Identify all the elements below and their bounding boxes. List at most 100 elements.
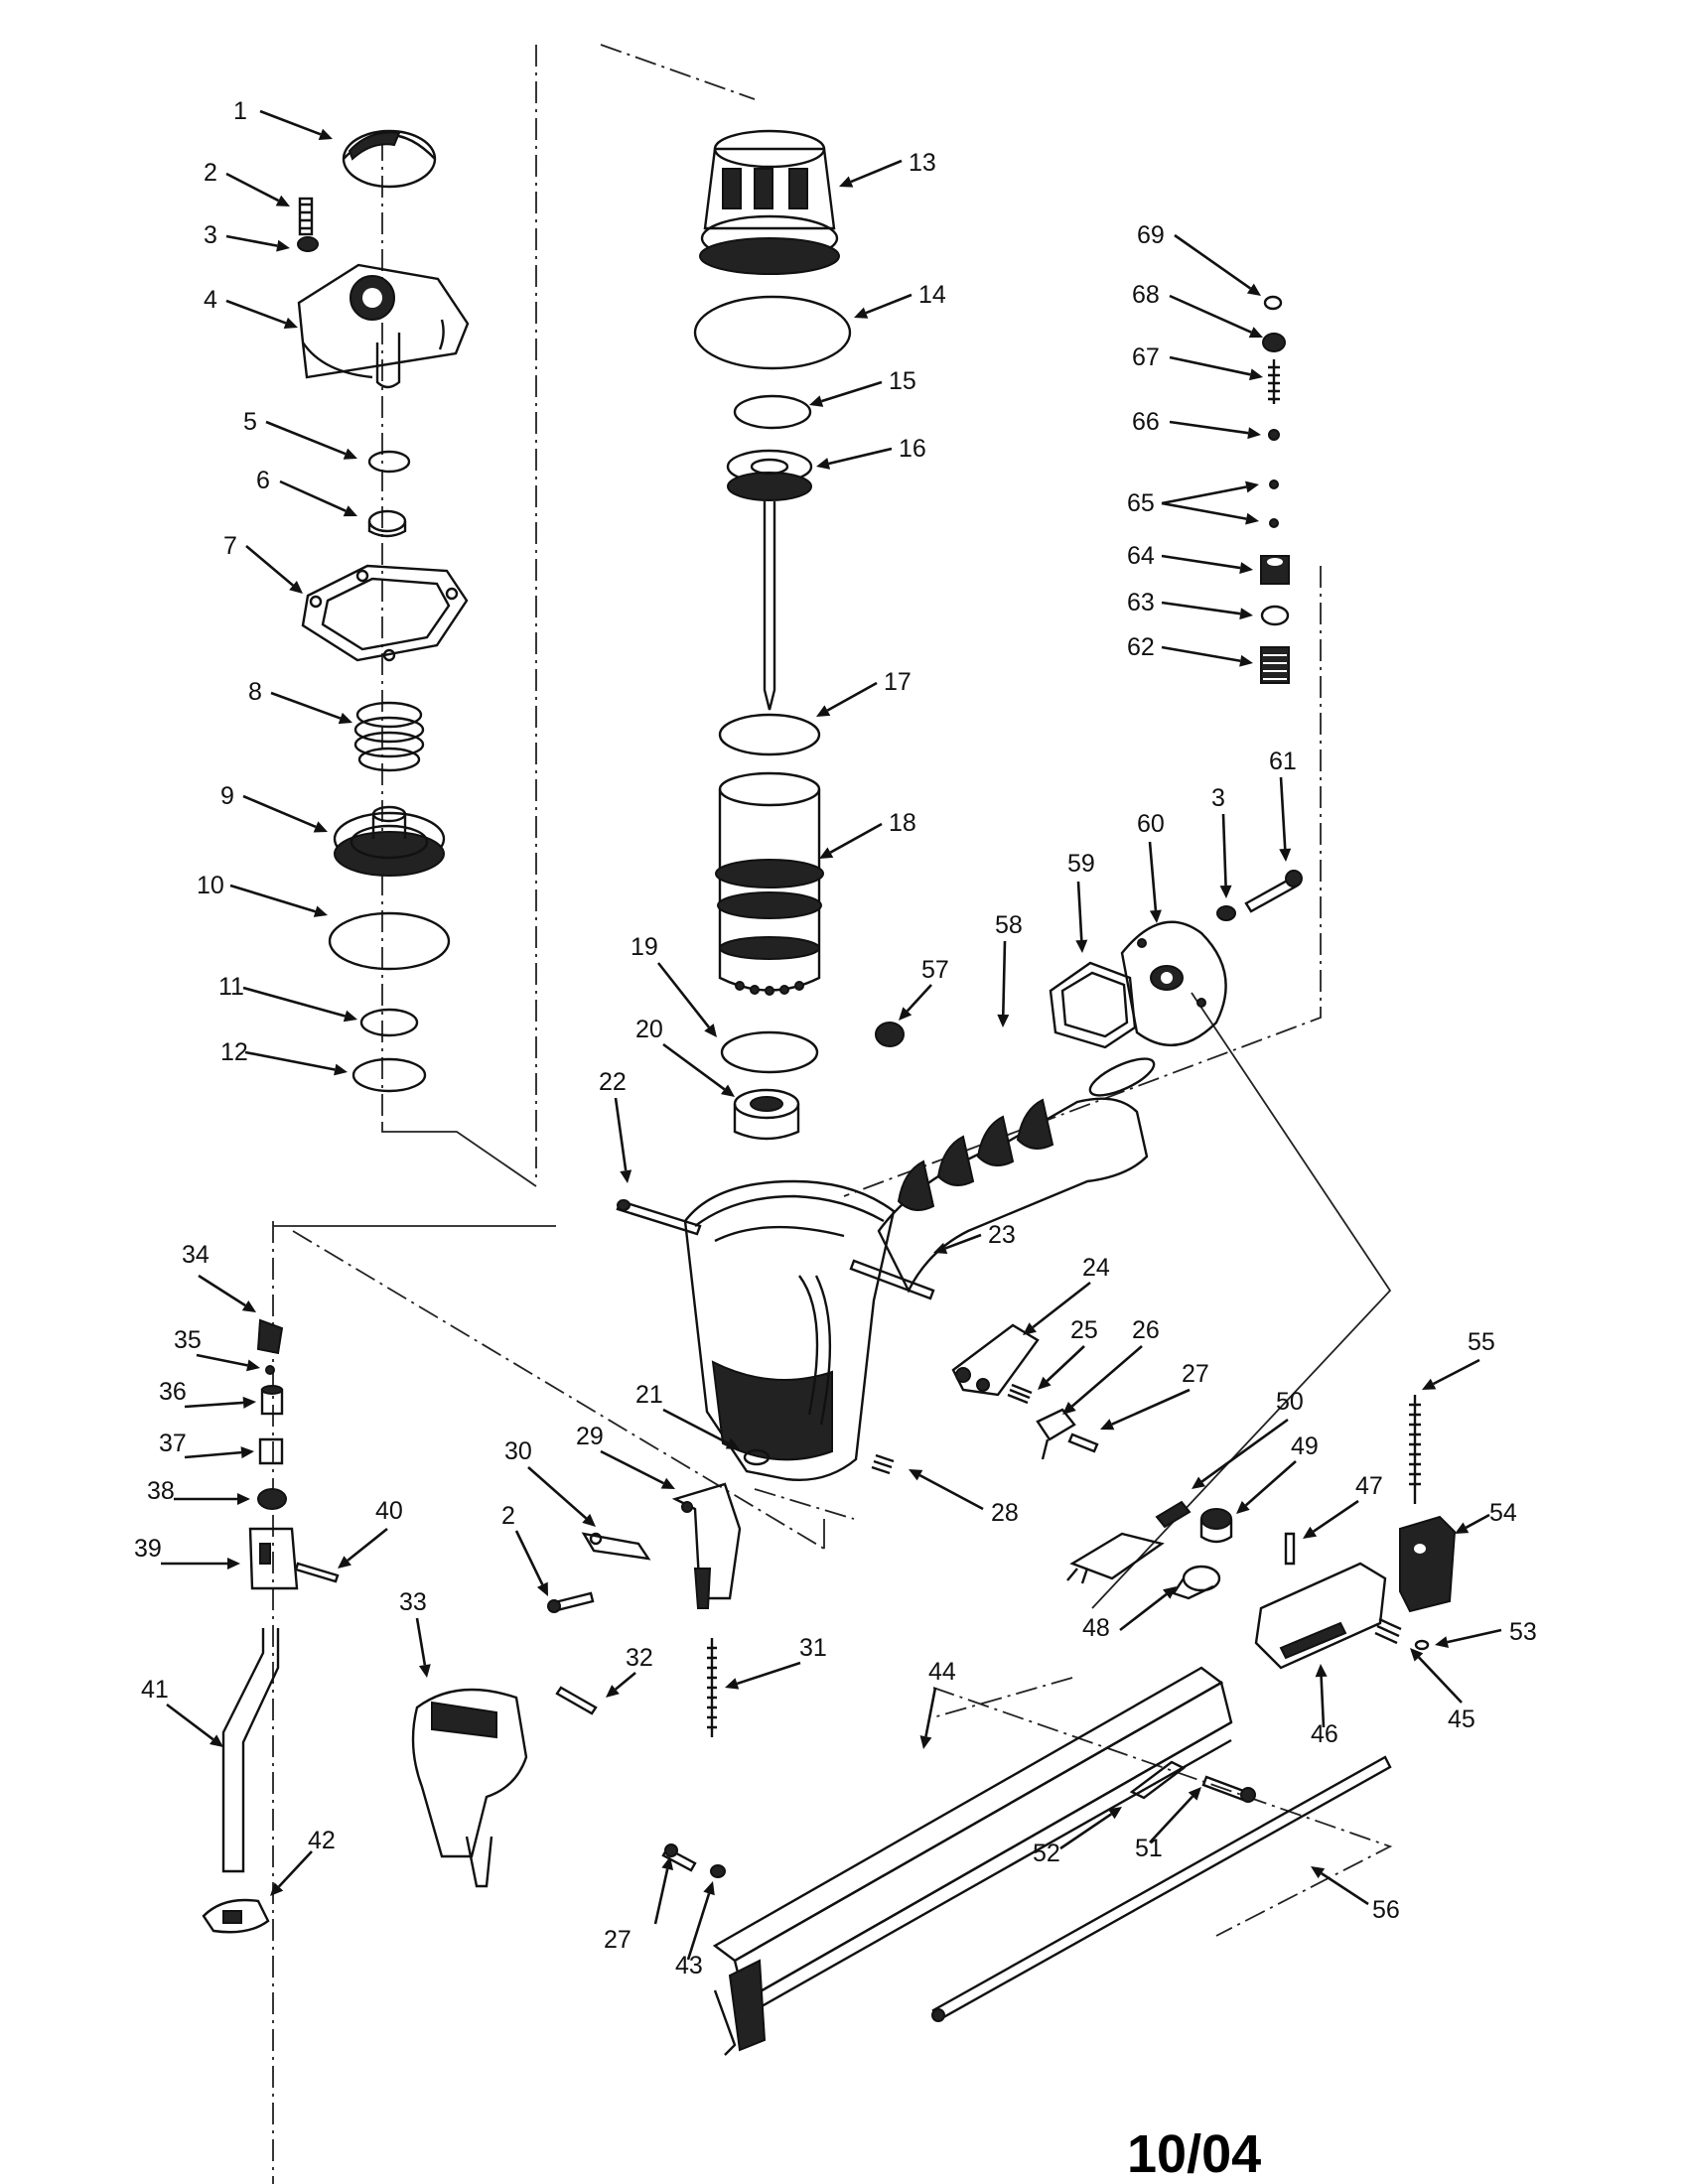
callout-3b: 3 — [1211, 784, 1225, 812]
leader-line-8 — [270, 691, 342, 720]
arrowhead-19 — [704, 1024, 717, 1037]
callout-69: 69 — [1137, 221, 1165, 249]
callout-42: 42 — [308, 1827, 336, 1854]
part-68-valve-cap — [1262, 333, 1286, 352]
callout-8: 8 — [248, 678, 262, 706]
callout-68: 68 — [1132, 281, 1160, 309]
arrowhead-45 — [1410, 1648, 1424, 1662]
leader-line-49 — [1244, 1460, 1297, 1507]
arrowhead-61 — [1279, 848, 1292, 862]
callout-55: 55 — [1468, 1328, 1495, 1356]
part-53-washer — [1414, 1639, 1430, 1651]
callout-45: 45 — [1448, 1706, 1475, 1733]
callout-6: 6 — [256, 467, 270, 494]
part-50-spring-latch — [1066, 1500, 1192, 1584]
callout-39: 39 — [134, 1535, 162, 1563]
part-18-cylinder — [715, 771, 824, 996]
arrowhead-37 — [240, 1446, 254, 1459]
callout-65: 65 — [1127, 489, 1155, 517]
arrowhead-25 — [1038, 1376, 1052, 1390]
leader-line-16 — [828, 447, 893, 466]
leader-line-65b — [1161, 501, 1247, 520]
leader-line-15 — [821, 380, 883, 403]
callout-22: 22 — [599, 1068, 627, 1096]
arrowhead-50 — [1192, 1476, 1206, 1489]
leader-line-27b — [653, 1868, 669, 1925]
arrowhead-23 — [933, 1242, 948, 1255]
part-49-roller — [1199, 1508, 1233, 1544]
arrowhead-55 — [1422, 1378, 1437, 1390]
part-9-piston — [333, 805, 446, 877]
part-34-contact-tip — [256, 1318, 284, 1355]
callout-58: 58 — [995, 911, 1023, 939]
part-7-gasket — [301, 564, 469, 662]
leader-line-55 — [1432, 1358, 1480, 1386]
arrowhead-49 — [1236, 1500, 1250, 1514]
callout-25: 25 — [1070, 1316, 1098, 1344]
callout-15: 15 — [889, 367, 916, 395]
part-27a-screw — [1067, 1433, 1099, 1453]
callout-66: 66 — [1132, 408, 1160, 436]
part-56-rail — [931, 1755, 1392, 2022]
leader-line-43 — [686, 1893, 711, 1961]
part-5-o-ring — [367, 450, 411, 474]
callout-50: 50 — [1276, 1388, 1304, 1416]
part-67-spring — [1268, 359, 1280, 404]
part-27b-screw — [661, 1843, 697, 1872]
arrowhead-35 — [246, 1359, 260, 1372]
leader-line-67 — [1169, 355, 1251, 376]
leader-line-3 — [225, 234, 278, 247]
part-63-o-ring — [1260, 605, 1290, 626]
part-52-latch-plate — [1129, 1760, 1187, 1800]
part-1-cap — [342, 129, 437, 189]
arrowhead-54 — [1455, 1522, 1470, 1534]
leader-line-58 — [1001, 940, 1007, 1016]
arrowhead-63 — [1239, 608, 1253, 620]
part-44-magazine — [712, 1666, 1233, 2056]
arrowhead-48 — [1163, 1586, 1177, 1599]
arrowhead-5 — [343, 448, 357, 460]
leader-line-31 — [736, 1661, 801, 1686]
part-46-pusher — [1254, 1562, 1387, 1670]
arrowhead-56 — [1311, 1866, 1326, 1879]
part-2-screw — [298, 197, 314, 236]
leader-line-59 — [1076, 881, 1083, 941]
part-6-plug — [367, 509, 407, 538]
leader-line-29 — [600, 1449, 664, 1485]
callout-40: 40 — [375, 1497, 403, 1525]
part-69-o-ring — [1263, 295, 1283, 311]
part-57-grommet — [875, 1022, 905, 1047]
callout-5: 5 — [243, 408, 257, 436]
arrowhead-20 — [720, 1084, 735, 1097]
part-64-valve-seat — [1260, 555, 1290, 585]
arrowhead-16 — [816, 458, 831, 470]
callout-7: 7 — [223, 532, 237, 560]
callout-18: 18 — [889, 809, 916, 837]
leader-line-3b — [1221, 813, 1227, 887]
arrowhead-14 — [854, 307, 869, 319]
leader-line-48 — [1119, 1592, 1168, 1632]
arrowhead-26 — [1062, 1401, 1076, 1415]
leader-line-30 — [527, 1466, 588, 1520]
part-22-pin — [616, 1199, 702, 1236]
arrowhead-27b — [661, 1856, 674, 1870]
leader-line-18 — [829, 822, 883, 854]
arrowhead-47 — [1303, 1526, 1318, 1539]
callout-52: 52 — [1033, 1840, 1060, 1867]
leader-line-42 — [277, 1850, 313, 1888]
callout-32: 32 — [626, 1644, 653, 1672]
arrowhead-60 — [1149, 909, 1162, 923]
callout-14: 14 — [918, 281, 946, 309]
leader-line-21 — [662, 1408, 730, 1445]
arrowhead-42 — [270, 1882, 284, 1896]
leader-line-17 — [826, 681, 878, 712]
part-23-pin — [849, 1259, 935, 1300]
arrowhead-59 — [1075, 939, 1088, 953]
part-42-contact-foot — [202, 1898, 270, 1934]
leader-line-9 — [242, 794, 317, 829]
callout-35: 35 — [174, 1326, 202, 1354]
leader-line-23 — [944, 1233, 982, 1250]
leader-line-6 — [279, 479, 347, 512]
callout-56: 56 — [1372, 1896, 1400, 1924]
arrowhead-62 — [1239, 654, 1253, 667]
